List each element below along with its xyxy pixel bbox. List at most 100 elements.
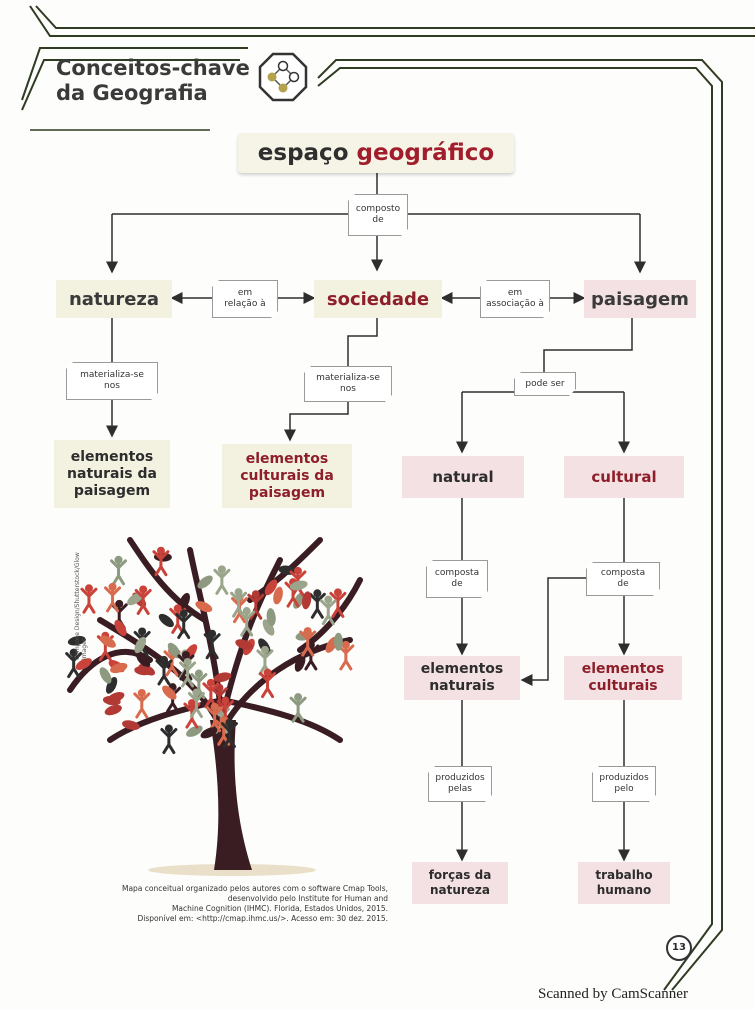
person-figure <box>234 588 243 597</box>
tree-leaf <box>105 677 118 694</box>
tree-leaf <box>301 591 312 610</box>
person-figure <box>84 584 93 593</box>
title-word-1: espaço <box>257 140 349 166</box>
concept-elementos-culturais: elementos culturais <box>564 656 682 700</box>
person-figure <box>183 657 192 666</box>
link-text: produzidos <box>599 773 649 783</box>
person-figure <box>319 599 337 626</box>
person-figure <box>299 630 317 657</box>
tree-leaf <box>273 586 283 605</box>
tree-leaf <box>114 620 127 637</box>
concept-label: paisagem <box>591 288 689 310</box>
person-figure <box>114 555 123 564</box>
tree-leaf <box>162 685 177 700</box>
tree-leaf <box>158 613 174 628</box>
person-figure <box>206 706 224 733</box>
concept-natural: natural <box>402 456 524 498</box>
person-figure <box>175 613 193 640</box>
concept-trabalho-humano: trabalho humano <box>578 862 670 904</box>
tree-leaf <box>134 666 153 676</box>
concept-label: cultural <box>591 468 657 486</box>
tree-leaf <box>136 652 151 668</box>
person-figure <box>179 661 197 688</box>
tree-branch <box>127 537 208 623</box>
tree-leaf <box>75 658 92 670</box>
figure-caption: Mapa conceitual organizado pelos autores… <box>96 884 388 924</box>
concept-sociedade: sociedade <box>314 280 442 318</box>
caption-line: Disponível em: <http://cmap.ihmc.us/>. A… <box>137 914 388 923</box>
concept-label: trabalho <box>595 868 653 882</box>
person-figure <box>192 688 201 697</box>
concept-elementos-naturais: elementos naturais <box>404 656 520 700</box>
link-text: materializa-se <box>80 370 144 380</box>
tree-leaf <box>264 579 278 596</box>
scanner-watermark: Scanned by CamScanner <box>538 986 688 1002</box>
link-text: pelo <box>614 784 634 794</box>
concept-elementos-naturais-da-paisagem: elementos naturais da paisagem <box>54 440 170 508</box>
person-figure <box>187 692 205 719</box>
person-figure <box>313 589 322 598</box>
person-figure <box>308 592 326 619</box>
person-figure <box>221 696 230 705</box>
caption-line: Mapa conceitual organizado pelos autores… <box>121 884 388 893</box>
person-figure <box>65 652 83 679</box>
tree-leaf <box>179 592 190 610</box>
person-figure <box>242 607 251 616</box>
person-figure <box>69 648 78 657</box>
tree-leaf <box>266 608 276 627</box>
heading-line-1: Conceitos-chave <box>56 56 250 80</box>
link-text: nos <box>104 381 120 391</box>
tree-of-people-illustration <box>65 537 363 876</box>
concept-label: forças da <box>428 868 492 882</box>
tree-leaf <box>167 642 181 659</box>
person-figure <box>173 604 182 613</box>
concept-label: elementos <box>70 448 154 465</box>
person-figure <box>187 699 196 708</box>
concept-elementos-culturais-da-paisagem: elementos culturais da paisagem <box>222 444 352 508</box>
tree-leaf <box>213 672 232 683</box>
person-figure <box>179 609 188 618</box>
concept-label: elementos <box>245 450 329 467</box>
person-figure <box>104 586 122 613</box>
person-figure <box>133 692 151 719</box>
person-figure <box>337 644 355 671</box>
link-text: composta <box>600 568 646 578</box>
person-figure <box>155 659 173 686</box>
person-figure <box>259 672 277 699</box>
person-figure <box>159 655 168 664</box>
person-figure <box>208 629 217 638</box>
link-text: em <box>507 288 523 298</box>
tree-leaf <box>110 662 128 674</box>
link-text: composto <box>355 204 401 214</box>
concept-label: naturais <box>429 678 495 694</box>
connector-lines <box>106 173 646 862</box>
person-figure <box>80 587 98 614</box>
person-figure <box>284 581 302 608</box>
person-figure <box>341 640 350 649</box>
tree-leaf <box>122 720 140 731</box>
person-figure <box>110 603 128 630</box>
link-pode-ser: pode ser <box>514 372 576 396</box>
concept-label: culturais da <box>240 467 334 484</box>
person-figure <box>206 678 215 687</box>
tree-leaf <box>294 654 306 672</box>
link-text: relação à <box>224 299 266 309</box>
person-figure <box>263 668 272 677</box>
person-figure <box>194 669 203 678</box>
person-figure <box>210 687 228 714</box>
link-text: produzidos <box>435 773 485 783</box>
person-figure <box>203 633 221 660</box>
tree-leaf <box>195 601 213 613</box>
person-figure <box>329 591 347 618</box>
link-text: composta <box>434 568 480 578</box>
person-figure <box>190 673 208 700</box>
caption-line: desenvolvido pelo Institute for Human an… <box>227 894 388 903</box>
person-figure <box>289 696 307 723</box>
tree-leaf <box>197 575 213 589</box>
